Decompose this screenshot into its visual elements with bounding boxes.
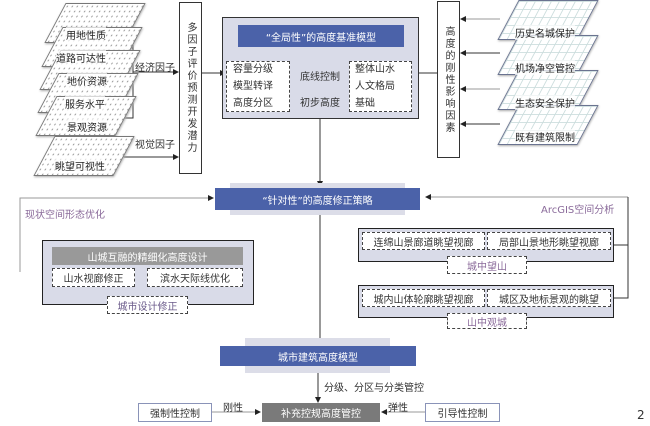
factor-label: 眺望可视性	[55, 158, 105, 173]
supplement-control-box: 补充控规高度管控	[262, 403, 380, 422]
view-city-tag: 城中望山	[447, 256, 527, 274]
rigid-label: 历史名城保护	[515, 25, 575, 40]
fine-design-title: 山城互融的精细化高度设计	[52, 247, 243, 265]
page-number: 2	[637, 408, 645, 422]
management-label: 分级、分区与分类管控	[324, 383, 424, 394]
global-right-box: 整体山水 人文格局 基础	[349, 61, 412, 112]
factor-label: 景观资源	[67, 119, 107, 134]
view-city-item: 连绵山景廊道眺望视廊	[362, 232, 485, 250]
fine-design-item: 滨水天际线优化	[147, 268, 243, 287]
global-left-box: 容量分级 模型转译 高度分区	[226, 61, 290, 112]
global-left-item: 模型转译	[233, 81, 273, 92]
guiding-control-box: 引导性控制	[425, 403, 500, 422]
global-model-title: “全局性”的高度基准模型	[238, 25, 404, 47]
global-right-item: 整体山水	[355, 64, 395, 75]
view-city-item: 局部山景地形眺望视廊	[487, 232, 611, 250]
urban-design-tag: 城市设计修正	[107, 296, 188, 314]
mandatory-control-box: 强制性控制	[138, 403, 212, 422]
view-mountain-item: 城内山体轮廓眺望视廊	[362, 289, 485, 307]
multi-factor-box: 多因子评价预测开发潜力	[179, 2, 202, 174]
global-right-item: 人文格局	[355, 81, 395, 92]
rigid-label: 刚性	[223, 403, 243, 414]
targeted-strategy-bar: “针对性”的高度修正策略	[215, 188, 420, 210]
initial-height-label: 初步高度	[300, 98, 340, 109]
rigid-factors-box: 高度的刚性影响因素	[437, 1, 460, 158]
factor-label: 道路可达性	[56, 50, 106, 65]
global-right-item: 基础	[355, 98, 375, 109]
rigid-label: 机场净空管控	[515, 60, 575, 75]
rigid-label: 既有建筑限制	[515, 129, 575, 144]
status-optimization-label: 现状空间形态优化	[25, 210, 105, 221]
view-mountain-tag: 山中观城	[447, 313, 527, 329]
baseline-label: 底线控制	[300, 72, 340, 83]
economic-factor-label: 经济因子	[135, 63, 175, 74]
factor-label: 地价资源	[67, 73, 107, 88]
global-left-item: 高度分区	[233, 98, 273, 109]
arcgis-label: ArcGIS空间分析	[541, 205, 615, 216]
visual-factor-label: 视觉因子	[135, 140, 175, 151]
factor-label: 用地性质	[66, 27, 106, 42]
fine-design-item: 山水视廊修正	[52, 268, 135, 287]
height-model-bar: 城市建筑高度模型	[220, 346, 416, 366]
elastic-label: 弹性	[388, 403, 408, 414]
global-left-item: 容量分级	[233, 64, 273, 75]
factor-label: 服务水平	[65, 96, 105, 111]
rigid-label: 生态安全保护	[515, 95, 575, 110]
view-mountain-item: 城区及地标景观的眺望	[487, 289, 611, 307]
